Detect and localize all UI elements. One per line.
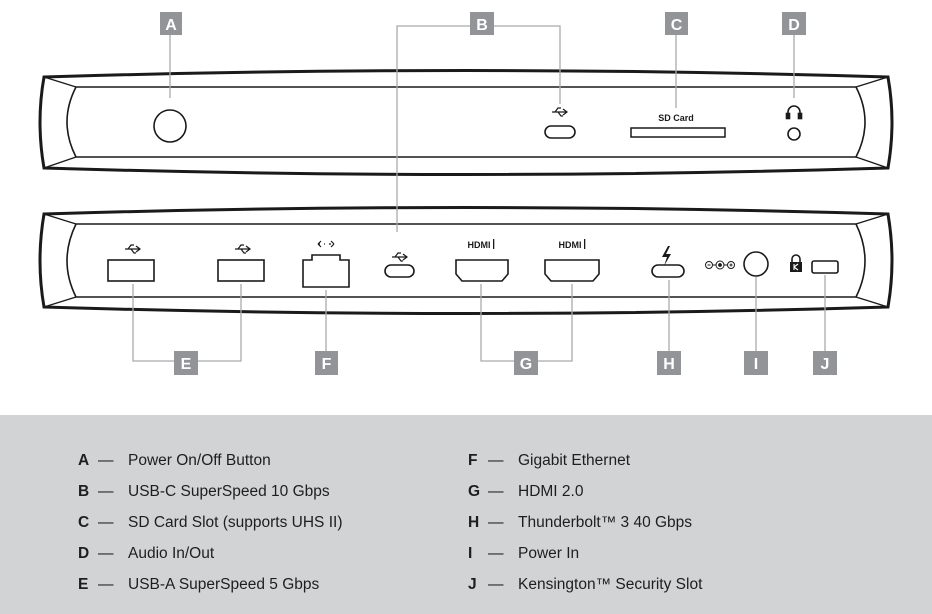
svg-text:I: I: [754, 356, 758, 373]
badge-f: F: [315, 351, 338, 375]
legend-item-b: B—USB-C SuperSpeed 10 Gbps: [78, 482, 330, 500]
svg-text:F: F: [322, 356, 332, 373]
legend-right-column: F—Gigabit Ethernet G—HDMI 2.0 H—Thunderb…: [468, 445, 702, 600]
hdmi-label-1: HDMI: [468, 240, 491, 250]
ethernet-port: [302, 240, 350, 288]
back-usb-c-port: [384, 252, 415, 278]
hdmi-port-2: HDMI: [544, 239, 600, 282]
usb-icon: [552, 107, 568, 117]
usb-a-port-2: [217, 244, 265, 282]
front-usb-c-port: [544, 107, 576, 139]
svg-text:J: J: [821, 356, 830, 373]
legend-text: Audio In/Out: [128, 544, 215, 562]
legend-text: USB-A SuperSpeed 5 Gbps: [128, 575, 320, 593]
usb-icon: [392, 252, 408, 262]
legend-left-column: A—Power On/Off Button B—USB-C SuperSpeed…: [78, 445, 342, 600]
legend-item-a: A—Power On/Off Button: [78, 451, 271, 469]
kensington-slot: [811, 260, 839, 274]
legend-text: Power On/Off Button: [128, 451, 271, 469]
svg-text:G: G: [520, 356, 532, 373]
hdmi-label-2: HDMI: [559, 240, 582, 250]
leader-lines: [132, 25, 826, 362]
badge-d: D: [782, 12, 806, 35]
headphone-icon: [785, 105, 803, 120]
legend-item-i: I—Power In: [468, 544, 580, 562]
badge-g: G: [514, 351, 538, 375]
legend-text: Gigabit Ethernet: [518, 451, 631, 469]
badge-h: H: [657, 351, 681, 375]
thunderbolt-icon: [662, 246, 671, 266]
svg-text:H: H: [663, 356, 675, 373]
svg-text:B: B: [476, 17, 488, 34]
kensington-lock-icon: [790, 254, 802, 272]
legend-item-g: G—HDMI 2.0: [468, 482, 584, 500]
svg-text:D: D: [788, 17, 800, 34]
usb-icon: [125, 244, 141, 254]
dc-polarity-icon: [705, 260, 735, 270]
svg-text:E: E: [181, 356, 192, 373]
badge-i: I: [744, 351, 768, 375]
badge-b: B: [470, 12, 494, 35]
legend-text: Kensington™ Security Slot: [518, 575, 703, 593]
legend-item-f: F—Gigabit Ethernet: [468, 451, 631, 469]
usb-a-port-1: [107, 244, 155, 282]
sd-card-label: SD Card: [658, 113, 694, 123]
power-in-port: [743, 251, 769, 277]
legend-text: USB-C SuperSpeed 10 Gbps: [128, 482, 330, 500]
dock-port-diagram: SD Card HDMI: [38, 12, 894, 375]
legend-text: HDMI 2.0: [518, 482, 584, 500]
audio-jack: [785, 105, 803, 141]
svg-text:C: C: [671, 17, 683, 34]
legend-item-d: D—Audio In/Out: [78, 544, 215, 562]
badge-j: J: [813, 351, 837, 375]
back-panel: [38, 206, 894, 315]
legend-text: Thunderbolt™ 3 40 Gbps: [518, 513, 693, 531]
power-button: [153, 109, 187, 143]
thunderbolt-port: [651, 246, 685, 278]
sd-card-slot: SD Card: [630, 113, 726, 138]
legend-text: Power In: [518, 544, 580, 562]
port-legend: A—Power On/Off Button B—USB-C SuperSpeed…: [0, 415, 932, 614]
front-panel: [38, 69, 894, 176]
legend-item-j: J—Kensington™ Security Slot: [468, 575, 703, 593]
usb-icon: [235, 244, 251, 254]
legend-item-c: C—SD Card Slot (supports UHS II): [78, 513, 343, 531]
badge-c: C: [665, 12, 688, 35]
ethernet-arrows-icon: [317, 240, 335, 248]
legend-item-h: H—Thunderbolt™ 3 40 Gbps: [468, 513, 693, 531]
hdmi-port-1: HDMI: [455, 239, 509, 282]
badge-a: A: [160, 12, 182, 35]
badge-e: E: [174, 351, 198, 375]
legend-text: SD Card Slot (supports UHS II): [128, 513, 343, 531]
legend-item-e: E—USB-A SuperSpeed 5 Gbps: [78, 575, 320, 593]
svg-text:A: A: [165, 17, 177, 34]
